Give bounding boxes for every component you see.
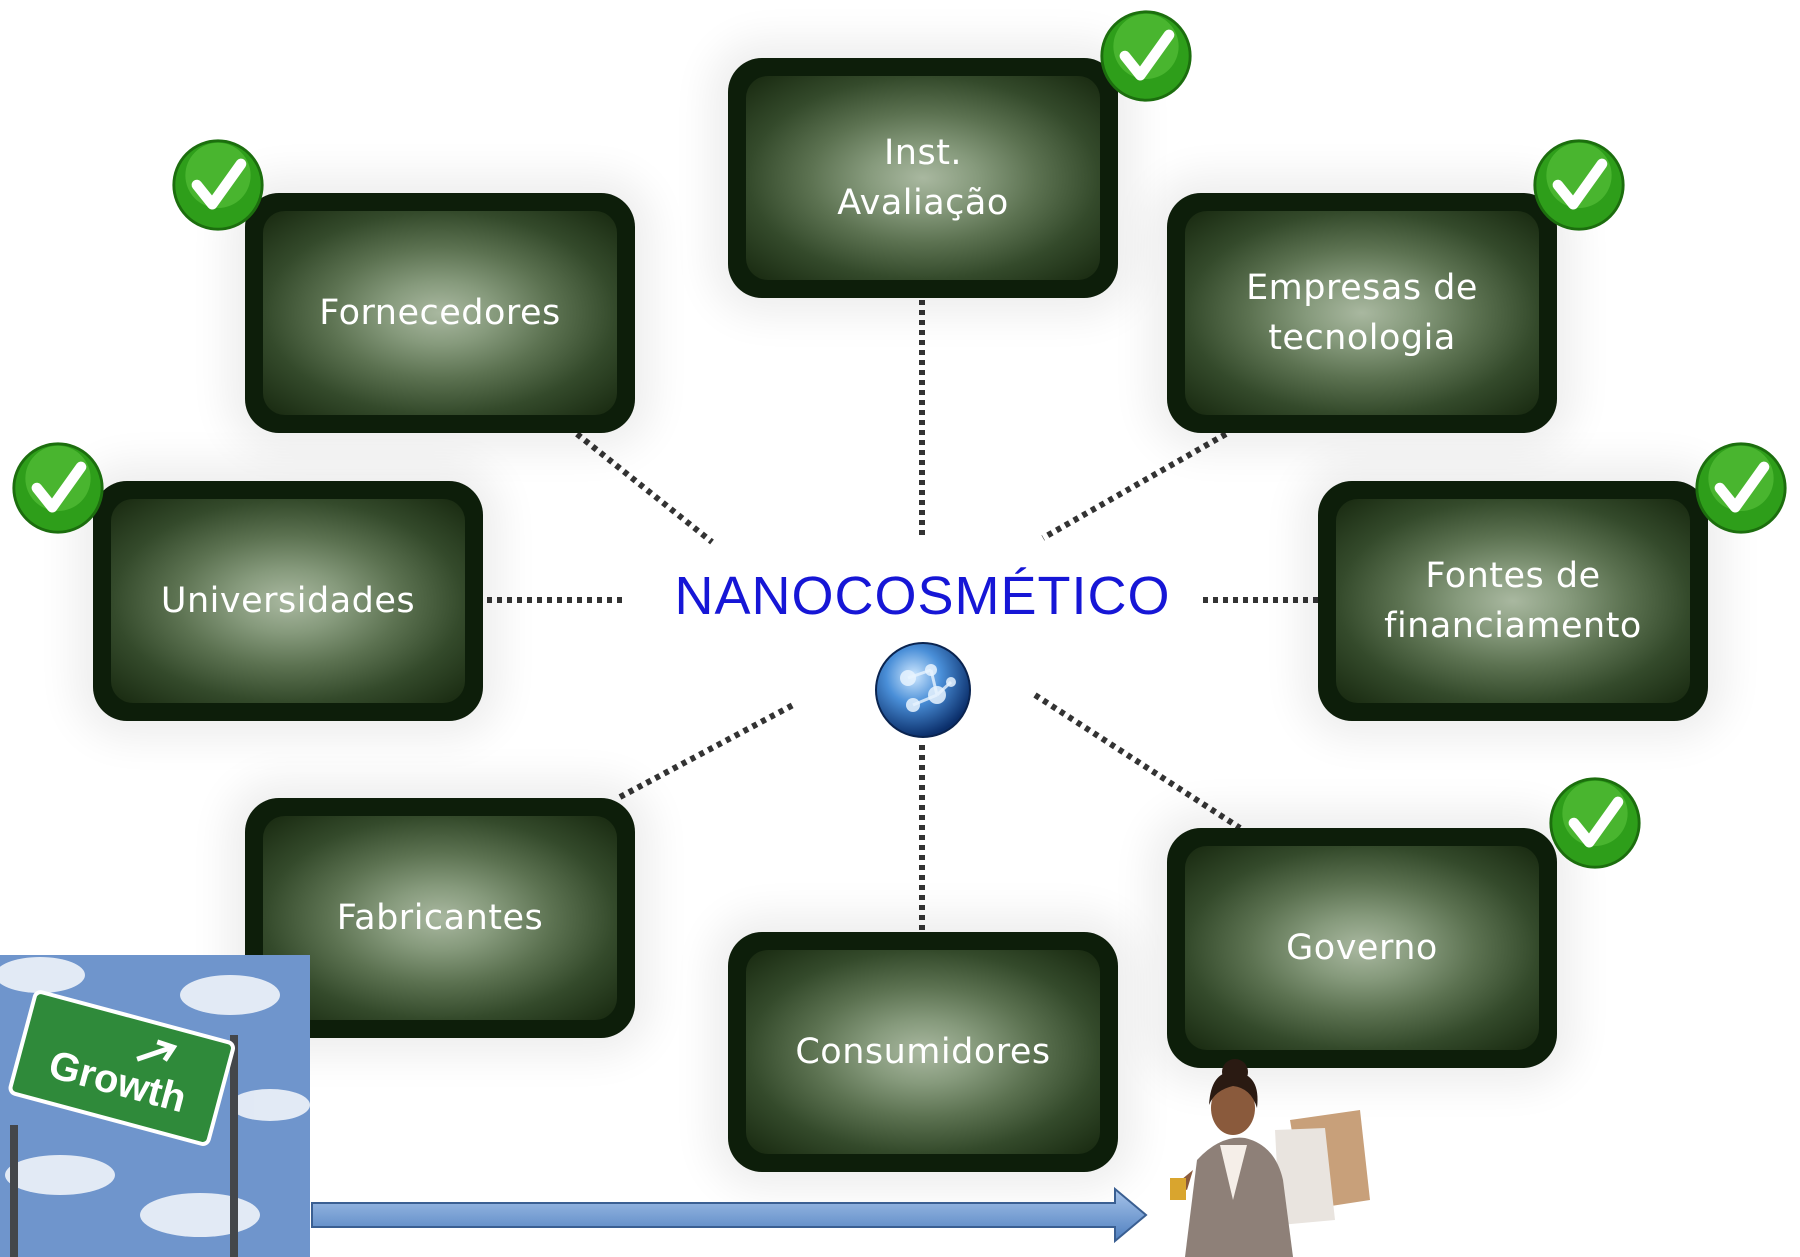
node-glow xyxy=(263,211,617,415)
node-empresas-tecnologia: Empresas de tecnologia xyxy=(1167,193,1557,433)
connector-empresas xyxy=(1041,431,1228,541)
node-glow xyxy=(263,816,617,1020)
node-fornecedores: Fornecedores xyxy=(245,193,635,433)
right-arrow-icon xyxy=(311,1186,1148,1244)
check-icon xyxy=(1100,10,1192,102)
highway-growth-sign-image: Growth xyxy=(0,955,310,1257)
center-title: NANOCOSMÉTICO xyxy=(674,566,1171,626)
woman-shopping-bags-image xyxy=(1170,1059,1370,1257)
connector-governo xyxy=(1033,692,1242,831)
node-inst-avaliacao: Inst. Avaliação xyxy=(728,58,1118,298)
node-fabricantes: Fabricantes xyxy=(245,798,635,1038)
node-label-line2: tecnologia xyxy=(1268,318,1456,358)
node-glow xyxy=(111,499,465,703)
check-icon xyxy=(172,139,264,231)
node-glow xyxy=(1185,846,1539,1050)
node-label: Fornecedores xyxy=(319,293,561,333)
node-glow xyxy=(1185,211,1539,415)
node-universidades: Universidades xyxy=(93,481,483,721)
node-label-line1: Empresas de xyxy=(1246,268,1478,308)
node-governo: Governo xyxy=(1167,828,1557,1068)
node-label: Fabricantes xyxy=(336,898,544,938)
molecule-sphere-icon xyxy=(875,642,971,738)
node-label: Universidades xyxy=(160,581,416,621)
connector-fornecedores xyxy=(575,431,714,545)
check-icon xyxy=(1549,777,1641,869)
check-icon xyxy=(1533,139,1625,231)
node-label: Governo xyxy=(1286,928,1438,968)
node-label: Consumidores xyxy=(795,1032,1051,1072)
node-glow xyxy=(1336,499,1690,703)
node-label-line1: Inst. xyxy=(883,133,963,173)
node-glow xyxy=(746,76,1100,280)
node-glow xyxy=(746,950,1100,1154)
check-icon xyxy=(12,442,104,534)
node-label-line2: financiamento xyxy=(1384,606,1642,646)
node-label-line2: Avaliação xyxy=(837,183,1009,223)
check-icon xyxy=(1695,442,1787,534)
node-consumidores: Consumidores xyxy=(728,932,1118,1172)
node-label-line1: Fontes de xyxy=(1425,556,1601,596)
connector-fabricantes xyxy=(618,702,795,800)
node-fontes-financiamento: Fontes de financiamento xyxy=(1318,481,1708,721)
